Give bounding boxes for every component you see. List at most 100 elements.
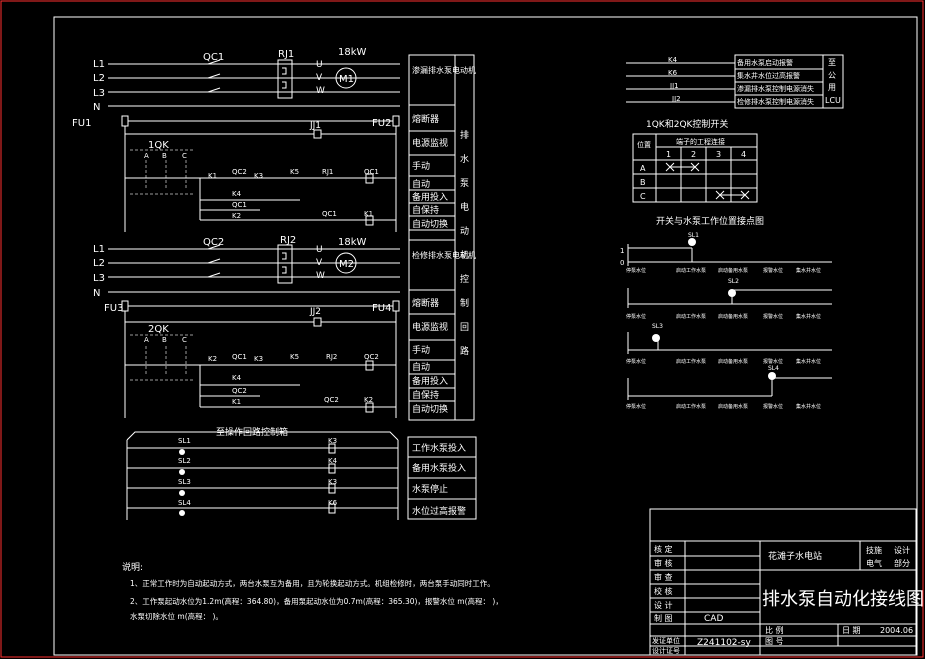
text-title_block-phase2: 设计 xyxy=(894,545,910,555)
text-legend_top-header: 渗漏排水泵电动机 xyxy=(412,65,476,75)
text-legend_top-vertical-9: 路 xyxy=(460,345,469,357)
text-title_block-dept1: 电气 xyxy=(866,558,882,568)
text-notes-title: 说明: xyxy=(122,561,143,573)
text-legend_top-vertical-3: 电 xyxy=(460,201,469,213)
text-motor1-uvw-2: W xyxy=(316,86,325,96)
text-title_block-phase1: 技施 xyxy=(866,545,882,555)
motor2-power-circuit: L1 L2 L3 N QC2 RJ2 18kW U V W M2 FU3 FU4… xyxy=(93,235,400,418)
text-alarm-k-1: K6 xyxy=(668,69,678,77)
text-alarm-k-0: K4 xyxy=(668,56,678,64)
text-float_positions-rows-2-labels-3: 报警水位 xyxy=(763,358,783,365)
label-n: N xyxy=(93,102,100,113)
text-title_block-date: 2004.06 xyxy=(880,626,913,635)
label-l1: L1 xyxy=(93,59,105,70)
text-legend_top-items-0: 熔断器 xyxy=(412,113,439,125)
text-legend_top-vertical-7: 制 xyxy=(460,297,469,309)
text-alarm-items-3: 检修排水泵控制电源消失 xyxy=(737,97,814,106)
text-motor2-lines-3: N xyxy=(93,288,100,299)
text-alarm-right-0: 至 xyxy=(828,58,836,67)
text-title_block-project: 花滩子水电站 xyxy=(768,550,822,562)
text-float_positions-rows-2-labels-2: 启动备用水泵 xyxy=(718,358,748,365)
text-legend_bottom-items-2: 手动 xyxy=(412,344,430,356)
text-float_positions-rows-2-labels-4: 集水井水位 xyxy=(796,358,821,365)
text-motor1-coil_labels-10: K1 xyxy=(364,210,373,218)
alarm-contacts: K4 K6 JJ1 JJ2 备用水泵启动报警 集水井水位过高报警 渗漏排水泵控制… xyxy=(626,54,844,109)
text-title_block-roles-3: 校 核 xyxy=(654,586,673,596)
text-float_circuit-items-0: 工作水泵投入 xyxy=(412,442,466,454)
notes: 说明: 1、正常工作时为自动起动方式，两台水泵互为备用，且为轮换起动方式。机组检… xyxy=(122,561,503,621)
text-legend_top-items-6: 自动切换 xyxy=(412,218,448,230)
text-motor2-motor: M2 xyxy=(339,259,354,270)
text-float_positions-rows-0-labels-3: 报警水位 xyxy=(763,267,783,274)
text-title_block-roles-2: 审 查 xyxy=(654,572,673,582)
text-motor1-coil_labels-2: K3 xyxy=(254,172,263,180)
text-legend_top-vertical-6: 控 xyxy=(460,273,469,285)
text-motor2-fuses-1: FU4 xyxy=(372,303,391,314)
text-motor1-coil_labels-8: QC1 xyxy=(364,168,379,176)
text-legend_top-items-1: 电源监视 xyxy=(412,137,448,149)
text-motor1-coil_labels-6: K5 xyxy=(290,168,299,176)
text-float_positions-rows-3-labels-3: 报警水位 xyxy=(763,403,783,410)
text-legend_top-vertical-4: 动 xyxy=(460,226,469,237)
label-rj1: RJ1 xyxy=(278,49,294,60)
text-float_circuit-k-3: K6 xyxy=(328,499,338,507)
text-float_circuit-items-1: 备用水泵投入 xyxy=(412,462,466,474)
text-title_block-roles-0: 核 定 xyxy=(654,544,673,554)
text-motor1-coil_labels-3: K4 xyxy=(232,190,242,198)
text-float_positions-rows-2-labels-0: 停泵水位 xyxy=(626,358,646,365)
text-alarm-items-2: 渗漏排水泵控制电源消失 xyxy=(737,84,814,93)
text-motor1-coil_labels-9: QC1 xyxy=(322,210,337,218)
text-motor1-abc-1: B xyxy=(162,152,167,160)
text-motor2-uvw-0: U xyxy=(316,245,323,255)
text-float_circuit-sl-2: SL3 xyxy=(178,478,191,486)
text-float_positions-rows-1-labels-2: 启动备用水泵 xyxy=(718,313,748,320)
text-float_circuit-sl-0: SL1 xyxy=(178,437,191,445)
text-float_positions-rows-3-labels-0: 停泵水位 xyxy=(626,403,646,410)
text-motor2-abc-0: A xyxy=(144,336,149,344)
text-float_circuit-sl-1: SL2 xyxy=(178,457,191,465)
text-legend_bottom-items-6: 自动切换 xyxy=(412,403,448,415)
text-float_positions-rows-0-labels-4: 集水井水位 xyxy=(796,267,821,274)
text-float_positions-rows-0-labels-0: 停泵水位 xyxy=(626,267,646,274)
label-1qk: 1QK xyxy=(148,140,169,151)
text-qk_table-rows-2: C xyxy=(640,192,646,201)
text-qk_table-cols-1: 2 xyxy=(691,150,696,159)
text-legend_top-items-4: 备用投入 xyxy=(412,191,448,203)
text-motor2-coil_labels-0: K2 xyxy=(208,355,217,363)
text-motor2-coil_labels-1: QC1 xyxy=(232,353,247,361)
text-motor2-lines-2: L3 xyxy=(93,273,105,284)
text-motor2-switch: 2QK xyxy=(148,324,169,335)
text-motor1-abc-0: A xyxy=(144,152,149,160)
text-motor2-coil_labels-3: K4 xyxy=(232,374,242,382)
text-float_positions-one: 1 xyxy=(620,247,624,255)
text-float_positions-rows-1-labels-0: 停泵水位 xyxy=(626,313,646,320)
motor-m2-icon xyxy=(335,252,357,274)
text-alarm-k-3: JJ2 xyxy=(671,95,681,103)
text-motor2-coil_labels-4: QC2 xyxy=(232,387,247,395)
text-motor2-power: 18kW xyxy=(338,237,367,248)
title-block: 核 定 审 核 审 查 校 核 设 计 制 图 发证单位 设计证号 花滩子水电站… xyxy=(649,508,924,656)
text-motor2-jj: JJ2 xyxy=(309,307,321,317)
float-position-diagram: 开关与水泵工作位置接点图 1 0 SL1 停泵水位 启动工作水泵 启动备用水泵 … xyxy=(620,215,832,410)
qk-table: 1QK和2QK控制开关 位置 端子的工程连接 1 2 3 4 A B C xyxy=(632,118,758,203)
text-float_positions-rows-2-labels-1: 启动工作水泵 xyxy=(676,358,706,365)
text-title_block-roles-5: 制 图 xyxy=(654,613,673,623)
text-float_positions-rows-3-labels-1: 启动工作水泵 xyxy=(676,403,706,410)
text-legend_top-items-2: 手动 xyxy=(412,160,430,172)
text-float_positions-rows-2-sl: SL3 xyxy=(652,323,663,330)
text-motor2-coil_labels-6: K5 xyxy=(290,353,299,361)
text-legend_top-vertical-8: 回 xyxy=(460,322,469,333)
text-motor1-coil_labels-4: QC1 xyxy=(232,201,247,209)
text-motor1-coil_labels-7: RJ1 xyxy=(322,168,333,176)
text-legend_bottom-items-0: 熔断器 xyxy=(412,297,439,309)
text-float_positions-rows-3-labels-2: 启动备用水泵 xyxy=(718,403,748,410)
text-alarm-items-0: 备用水泵启动报警 xyxy=(737,58,793,67)
text-float_positions-zero: 0 xyxy=(620,259,624,267)
text-legend_top-vertical-5: 机 xyxy=(460,249,469,261)
text-notes-line1: 1、正常工作时为自动起动方式，两台水泵互为备用，且为轮换起动方式。机组检修时，两… xyxy=(130,578,495,588)
inner-frame xyxy=(53,16,918,656)
text-float_circuit-k-2: K3 xyxy=(328,478,337,486)
text-motor1-abc-2: C xyxy=(182,152,187,160)
